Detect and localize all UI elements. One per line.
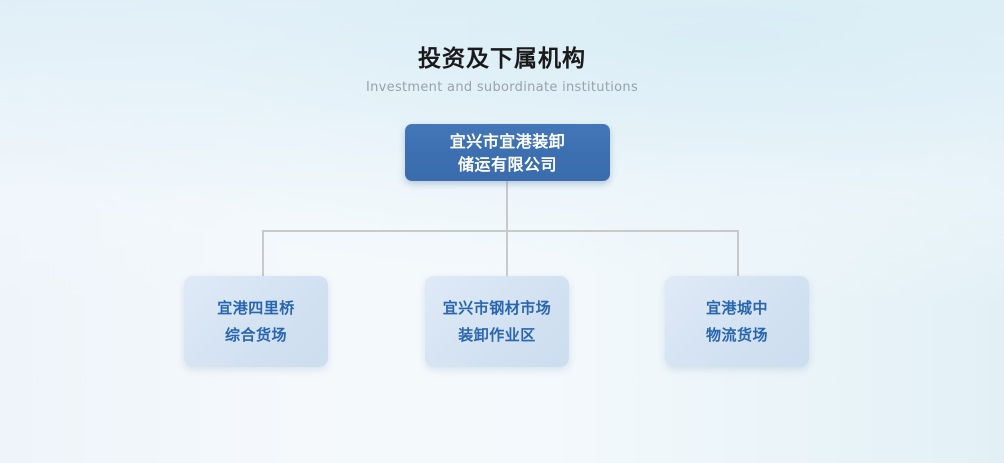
org-node-child-2[interactable]: 宜港城中 物流货场	[665, 276, 809, 367]
page-title: 投资及下属机构	[418, 46, 586, 72]
org-node-root[interactable]: 宜兴市宜港装卸 储运有限公司	[405, 124, 610, 181]
connector-horizontal-bus	[262, 230, 739, 232]
org-node-child-0-label: 宜港四里桥 综合货场	[217, 298, 295, 344]
connector-drop-child-0	[262, 230, 264, 276]
org-node-child-1-label: 宜兴市钢材市场 装卸作业区	[442, 298, 552, 344]
org-node-child-1[interactable]: 宜兴市钢材市场 装卸作业区	[425, 276, 569, 367]
org-node-root-label: 宜兴市宜港装卸 储运有限公司	[449, 131, 566, 174]
page-subtitle: Investment and subordinate institutions	[365, 80, 639, 95]
connector-drop-child-1	[506, 230, 508, 276]
org-node-child-2-label: 宜港城中 物流货场	[705, 298, 768, 344]
connector-drop-child-2	[737, 230, 739, 276]
org-node-child-0[interactable]: 宜港四里桥 综合货场	[184, 276, 328, 367]
page-heading: 投资及下属机构 Investment and subordinate insti…	[0, 44, 1004, 96]
connector-root-stem	[506, 181, 508, 230]
